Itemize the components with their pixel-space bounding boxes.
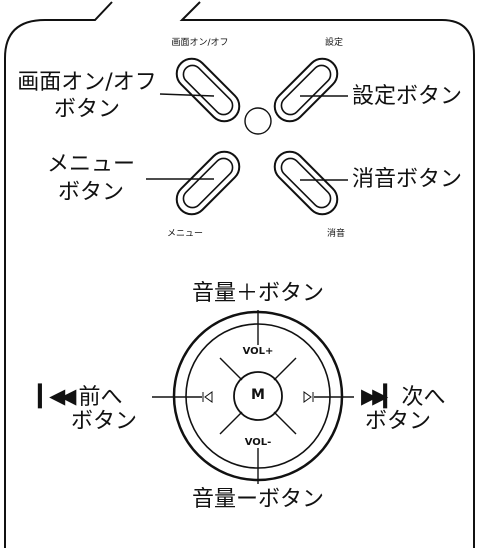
menu-callout-line1: メニュー [46,152,135,177]
dial-prev-mark-icon [202,391,213,403]
next-callout-line2: ボタン [364,409,431,434]
settings-callout: 設定ボタン [352,84,463,109]
screen-small-label: 画面オン/オフ [171,38,229,48]
menu-callout-line2: ボタン [57,180,124,205]
vol-down-callout: 音量ーボタン [191,487,324,512]
vol-up-callout: 音量＋ボタン [191,281,324,306]
skip-previous-icon: ▎◀◀ [38,384,77,408]
vol-up-mark: VOL+ [242,346,274,357]
next-callout: ▶▶▎ 次へ [361,383,445,411]
prev-callout-line2: ボタン [70,409,137,434]
skip-next-icon: ▶▶▎ [361,384,400,408]
mute-button[interactable] [269,146,344,221]
device-outline [4,1,475,548]
next-callout-line1: 次へ [401,385,446,410]
screen-callout-line2: ボタン [53,97,120,122]
menu-center-label: M [251,387,265,403]
screen-callout-line1: 画面オン/オフ [17,70,157,95]
mute-callout: 消音ボタン [352,167,463,192]
dial-next-mark-icon [303,391,314,403]
menu-small-label: メニュー [166,229,203,239]
screen-leader-line [159,93,215,97]
dial-dividers [219,357,297,435]
menu-button[interactable] [171,146,246,221]
screen-onoff-button[interactable] [171,53,246,128]
center-dot [244,107,272,135]
prev-callout-line1: 前へ [78,385,123,410]
mute-small-label: 消音 [326,229,345,239]
prev-callout: ▎◀◀ 前へ [38,383,122,411]
settings-small-label: 設定 [324,38,343,48]
vol-down-mark: VOL- [244,437,272,448]
settings-button[interactable] [269,53,344,128]
menu-center-button[interactable] [233,371,283,421]
